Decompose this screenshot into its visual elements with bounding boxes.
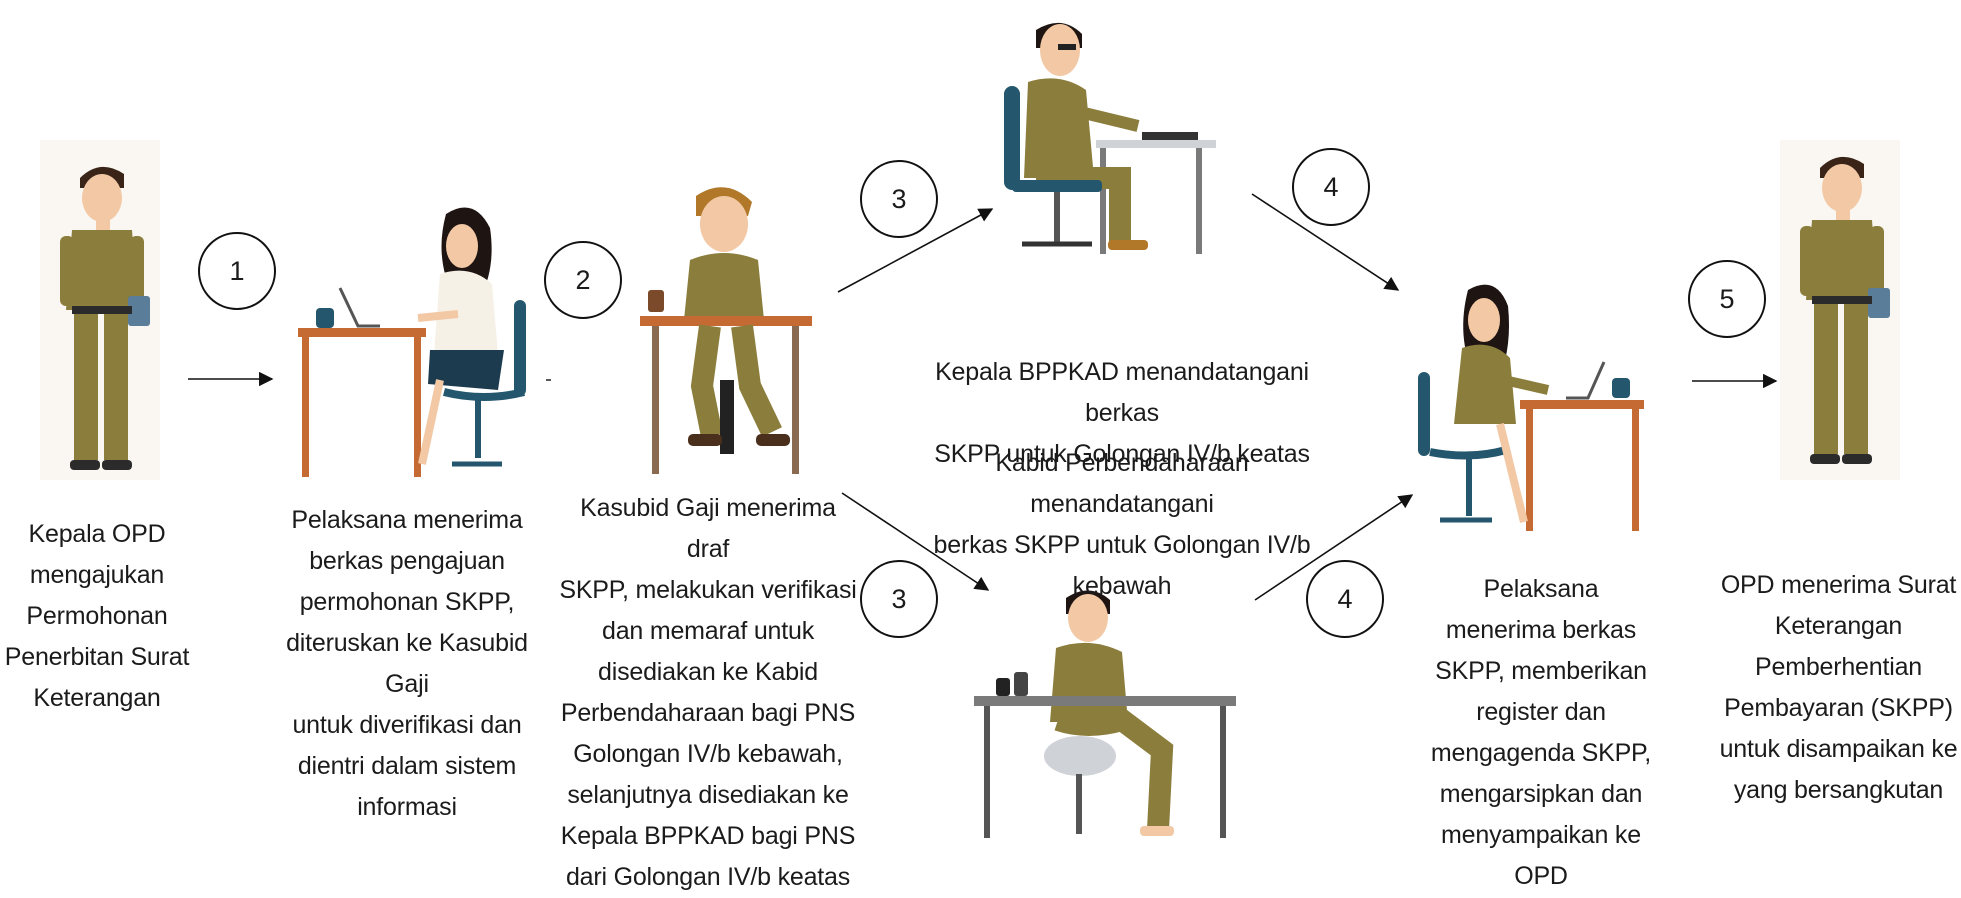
- step-circle-3-bottom: 3: [860, 560, 938, 638]
- caption-line: Pelaksana: [1483, 575, 1599, 603]
- caption-line: dientri dalam sistem: [297, 752, 517, 780]
- caption-line: berkas pengajuan: [309, 547, 505, 575]
- caption-line: untuk diverifikasi dan: [292, 711, 522, 739]
- arrow-kepala-to-register: [1251, 193, 1400, 291]
- caption-line: SKPP, melakukan verifikasi: [559, 576, 857, 604]
- step-number: 1: [229, 255, 245, 286]
- step-number: 2: [575, 264, 591, 295]
- step-number: 3: [891, 183, 907, 214]
- caption-line: SKPP, memberikan: [1435, 657, 1647, 685]
- step-number: 5: [1719, 283, 1735, 314]
- caption-line: Kabid Perbendaharaan menandatangani: [995, 449, 1249, 518]
- caption-line: Kepala OPD: [28, 520, 166, 548]
- step-circle-3-top: 3: [860, 160, 938, 238]
- caption-line: Keterangan: [33, 684, 161, 712]
- caption-line: OPD: [1514, 862, 1568, 890]
- kepala-bppkad-signing-icon: [1004, 22, 1216, 254]
- clerk-caption: Pelaksana menerima berkas pengajuan perm…: [262, 500, 552, 828]
- caption-line: informasi: [357, 793, 457, 821]
- clerk-at-desk-icon: [298, 207, 526, 477]
- opd-head-caption: Kepala OPD mengajukan Permohonan Penerbi…: [0, 514, 194, 719]
- caption-line: menyampaikan ke: [1441, 821, 1641, 849]
- step-circle-1: 1: [198, 232, 276, 310]
- standing-official-icon: [40, 140, 160, 480]
- caption-line: selanjutnya disediakan ke: [567, 781, 849, 809]
- caption-line: register dan: [1476, 698, 1606, 726]
- step-number: 4: [1337, 583, 1353, 614]
- caption-line: mengarsipkan dan: [1439, 780, 1643, 808]
- caption-line: Penerbitan Surat: [4, 643, 190, 671]
- clerk-register-icon: [1418, 284, 1644, 531]
- kasubid-caption: Kasubid Gaji menerima draf SKPP, melakuk…: [556, 488, 860, 898]
- kabid-at-desk-icon: [974, 590, 1236, 838]
- clerk-register-caption: Pelaksana menerima berkas SKPP, memberik…: [1426, 569, 1656, 897]
- caption-line: Pemberhentian: [1755, 653, 1922, 681]
- arrow-kabid-to-register: [1254, 494, 1414, 601]
- step-circle-5: 5: [1688, 260, 1766, 338]
- standing-official-right-icon: [1780, 140, 1900, 480]
- kabid-caption: Kabid Perbendaharaan menandatangani berk…: [902, 443, 1342, 607]
- step-circle-4-bottom: 4: [1306, 560, 1384, 638]
- caption-line: untuk disampaikan ke: [1719, 735, 1958, 763]
- caption-line: yang bersangkutan: [1733, 776, 1944, 804]
- caption-line: Perbendaharaan bagi PNS: [560, 699, 856, 727]
- caption-line: Golongan IV/b kebawah,: [573, 740, 843, 768]
- caption-line: menerima berkas: [1445, 616, 1637, 644]
- caption-line: Kepala BPPKAD bagi PNS: [560, 822, 856, 850]
- caption-line: dan memaraf untuk: [602, 617, 814, 645]
- caption-line: Pembayaran (SKPP): [1724, 694, 1953, 722]
- caption-line: Permohonan: [26, 602, 168, 630]
- opd-receive-caption: OPD menerima Surat Keterangan Pemberhent…: [1716, 565, 1961, 811]
- caption-line: Keterangan: [1774, 612, 1903, 640]
- arrow-kasubid-to-kabid: [841, 492, 990, 591]
- caption-line: disediakan ke Kabid: [598, 658, 818, 686]
- step-number: 3: [891, 583, 907, 614]
- caption-line: Pelaksana menerima: [291, 506, 523, 534]
- step-number: 4: [1323, 171, 1339, 202]
- caption-line: mengagenda SKPP,: [1430, 739, 1652, 767]
- caption-line: mengajukan: [29, 561, 165, 589]
- arrow-kasubid-to-kepala: [837, 208, 994, 293]
- caption-line: OPD menerima Surat: [1720, 571, 1957, 599]
- kepala-bppkad-caption: Kepala BPPKAD menandatangani berkas SKPP…: [902, 352, 1342, 475]
- caption-line: diteruskan ke Kasubid Gaji: [286, 629, 528, 698]
- kasubid-at-desk-icon: [640, 187, 812, 474]
- caption-line: Kasubid Gaji menerima draf: [580, 494, 836, 563]
- step-circle-4-top: 4: [1292, 148, 1370, 226]
- caption-line: kebawah: [1072, 572, 1172, 600]
- caption-line: permohonan SKPP,: [299, 588, 515, 616]
- caption-line: berkas SKPP untuk Golongan IV/b: [933, 531, 1311, 559]
- step-circle-2: 2: [544, 241, 622, 319]
- caption-line: dari Golongan IV/b keatas: [565, 863, 851, 891]
- caption-line: Kepala BPPKAD menandatangani berkas: [935, 358, 1309, 427]
- caption-line: SKPP untuk Golongan IV/b keatas: [934, 440, 1310, 468]
